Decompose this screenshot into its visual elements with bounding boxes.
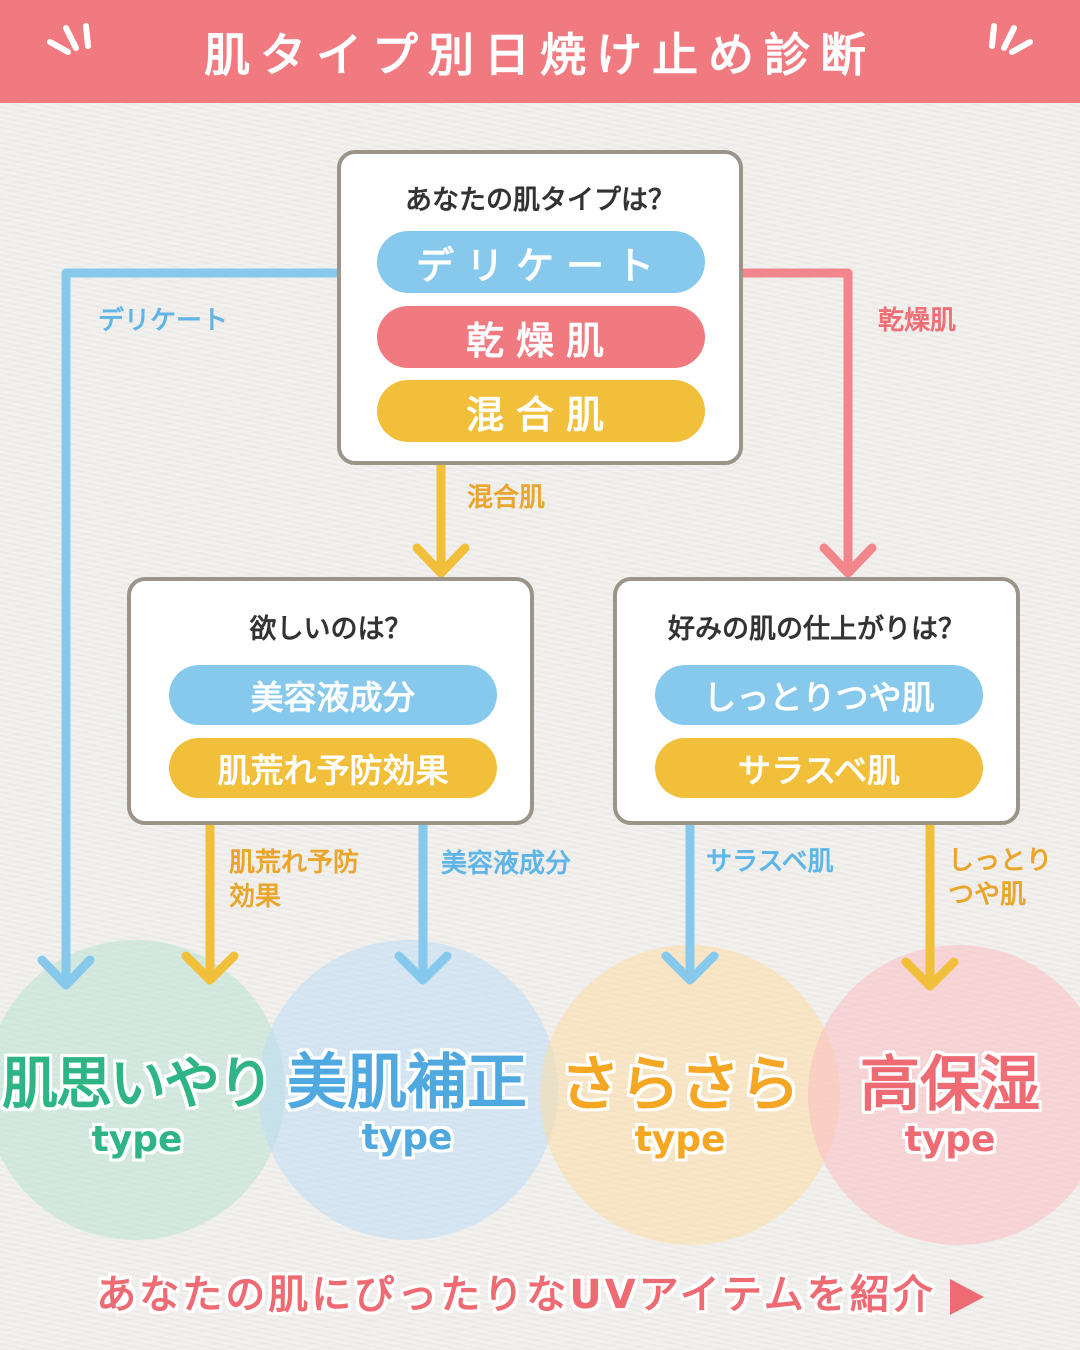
result-smooth[interactable]: さらさら type	[535, 1050, 825, 1160]
arrowhead-dry	[819, 543, 877, 578]
want-question-box: 欲しいのは？ 美容液成分 肌荒れ予防効果	[127, 577, 534, 825]
sparkle-right-icon	[989, 23, 1033, 55]
option-dry[interactable]: 乾燥肌	[377, 306, 705, 368]
result-circle-smooth	[540, 945, 840, 1245]
result-moisture-name: 高保湿	[860, 1050, 1040, 1120]
branch-label-combination: 混合肌	[467, 483, 546, 513]
connector-dry	[737, 268, 853, 570]
result-smooth-type: type	[634, 1119, 726, 1160]
option-serum[interactable]: 美容液成分	[169, 665, 497, 725]
branch-label-serum: 美容液成分	[441, 849, 572, 879]
arrowhead-moist	[901, 957, 959, 991]
skin-type-question-box: あなたの肌タイプは？ デリケート 乾燥肌 混合肌	[337, 150, 743, 465]
result-correction[interactable]: 美肌補正 type	[262, 1048, 552, 1158]
header-banner: 肌タイプ別日焼け止め診断	[0, 0, 1080, 103]
connector-delicate	[61, 268, 345, 983]
arrowhead-delicate	[37, 955, 95, 990]
result-circle-gentle	[0, 940, 285, 1240]
page-title: 肌タイプ別日焼け止め診断	[204, 27, 876, 82]
branch-label-moist-line2: つや肌	[948, 880, 1027, 910]
result-smooth-name: さらさら	[560, 1050, 800, 1120]
branch-label-dry: 乾燥肌	[878, 306, 957, 336]
branch-label-rough-line1: 肌荒れ予防	[229, 848, 360, 878]
result-gentle-type: type	[91, 1119, 183, 1160]
footer-cta[interactable]: あなたの肌にぴったりなUVアイテムを紹介	[0, 1262, 1080, 1320]
want-question: 欲しいのは？	[249, 614, 412, 645]
branch-label-moist-line1: しっとり	[948, 846, 1053, 876]
branch-label-rough-prevention: 肌荒れ予防 効果	[229, 846, 359, 914]
skin-type-question: あなたの肌タイプは？	[405, 185, 675, 216]
option-delicate[interactable]: デリケート	[377, 231, 705, 293]
arrowhead-combination	[412, 543, 470, 578]
arrowhead-rough-prevention	[181, 951, 239, 985]
arrowhead-serum	[394, 951, 452, 985]
option-moist-glow[interactable]: しっとりつや肌	[655, 665, 983, 725]
result-gentle-name: 肌思いやり	[2, 1052, 274, 1117]
branch-label-moist: しっとり つや肌	[948, 844, 1052, 912]
footer-text: あなたの肌にぴったりなUVアイテムを紹介	[96, 1272, 936, 1318]
branch-label-delicate: デリケート	[98, 306, 229, 336]
result-moisture-type: type	[904, 1119, 996, 1160]
option-combination[interactable]: 混合肌	[377, 380, 705, 442]
result-correction-name: 美肌補正	[287, 1048, 527, 1118]
result-circle-correction	[258, 940, 558, 1240]
finish-question: 好みの肌の仕上がりは？	[668, 614, 965, 645]
sparkle-left-icon	[47, 23, 91, 55]
branch-label-smooth: サラスベ肌	[706, 847, 834, 877]
branch-label-rough-line2: 効果	[229, 882, 282, 912]
arrowhead-smooth	[661, 951, 719, 985]
result-gentle[interactable]: 肌思いやり type	[0, 1050, 282, 1160]
result-circle-moisture	[808, 945, 1080, 1245]
result-correction-type: type	[361, 1117, 453, 1158]
option-smooth[interactable]: サラスベ肌	[655, 738, 983, 798]
play-arrow-icon	[949, 1279, 984, 1315]
finish-question-box: 好みの肌の仕上がりは？ しっとりつや肌 サラスベ肌	[613, 577, 1020, 825]
option-rough-prevention[interactable]: 肌荒れ予防効果	[169, 738, 497, 798]
result-moisture[interactable]: 高保湿 type	[805, 1050, 1080, 1160]
